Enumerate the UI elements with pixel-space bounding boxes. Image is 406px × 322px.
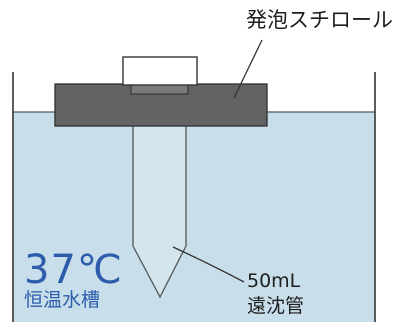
temperature-value: 37℃ [24, 247, 123, 293]
styrofoam-label: 発泡スチロール [246, 8, 393, 32]
tube-volume-label: 50mL [247, 270, 301, 292]
water-bath-label: 恒温水槽 [24, 289, 101, 311]
water-area [13, 112, 375, 322]
foam-leader-line [233, 39, 263, 99]
tube-cap [122, 56, 198, 86]
tube-name-label: 遠沈管 [247, 295, 305, 317]
tube-leader-line [172, 246, 245, 283]
